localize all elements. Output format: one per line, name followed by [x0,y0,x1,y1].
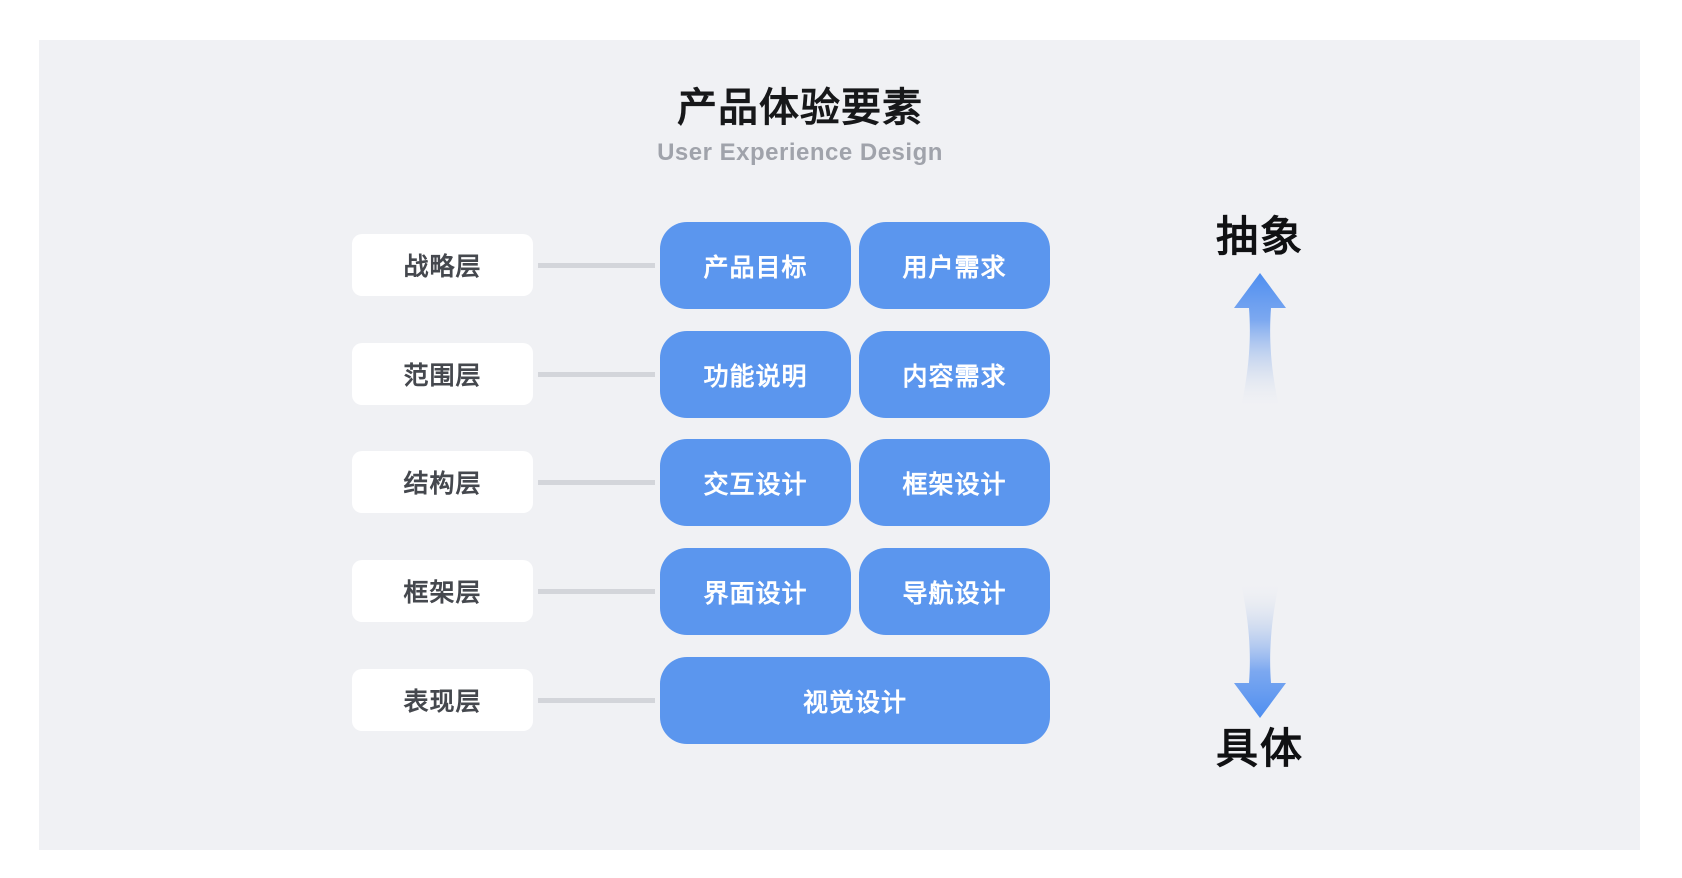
node-navigation-design: 导航设计 [859,548,1050,635]
layer-box-scope: 范围层 [352,343,533,405]
node-label: 框架设计 [902,470,1007,499]
layer-label: 结构层 [403,470,482,498]
diagram-subtitle: User Experience Design [657,139,943,166]
arrow-down-icon [1234,584,1286,718]
node-product-goals: 产品目标 [660,222,851,309]
connector-line [538,263,655,268]
node-interface-design: 界面设计 [660,548,851,635]
node-label: 界面设计 [703,579,808,608]
node-framework-design: 框架设计 [859,439,1050,526]
layer-row-scope: 范围层 功能说明 内容需求 [0,331,1682,418]
layer-box-strategy: 战略层 [352,234,533,296]
axis-label-abstract: 抽象 [1215,213,1304,260]
connector-line [538,480,655,485]
layer-label: 战略层 [403,253,482,281]
layer-row-skeleton: 框架层 界面设计 导航设计 [0,548,1682,635]
node-visual-design: 视觉设计 [660,657,1050,744]
arrow-up-icon [1234,273,1286,407]
layer-row-strategy: 战略层 产品目标 用户需求 [0,222,1682,309]
layer-box-surface: 表现层 [352,669,533,731]
node-label: 交互设计 [703,470,808,499]
node-label: 产品目标 [703,253,808,282]
layer-label: 框架层 [403,579,482,607]
connector-line [538,372,655,377]
node-functional-specs: 功能说明 [660,331,851,418]
axis-label-concrete: 具体 [1215,725,1304,772]
diagram-title: 产品体验要素 [677,86,923,130]
node-label: 用户需求 [902,253,1007,282]
node-user-needs: 用户需求 [859,222,1050,309]
node-label: 功能说明 [703,362,808,391]
node-label: 导航设计 [902,579,1007,608]
connector-line [538,698,655,703]
layer-box-structure: 结构层 [352,451,533,513]
node-label: 内容需求 [902,362,1007,391]
layer-box-skeleton: 框架层 [352,560,533,622]
connector-line [538,589,655,594]
node-interaction-design: 交互设计 [660,439,851,526]
layer-label: 范围层 [403,362,482,390]
layer-row-surface: 表现层 视觉设计 [0,657,1682,744]
node-content-requirements: 内容需求 [859,331,1050,418]
layer-row-structure: 结构层 交互设计 框架设计 [0,439,1682,526]
node-label: 视觉设计 [802,688,907,717]
layer-label: 表现层 [403,688,482,716]
